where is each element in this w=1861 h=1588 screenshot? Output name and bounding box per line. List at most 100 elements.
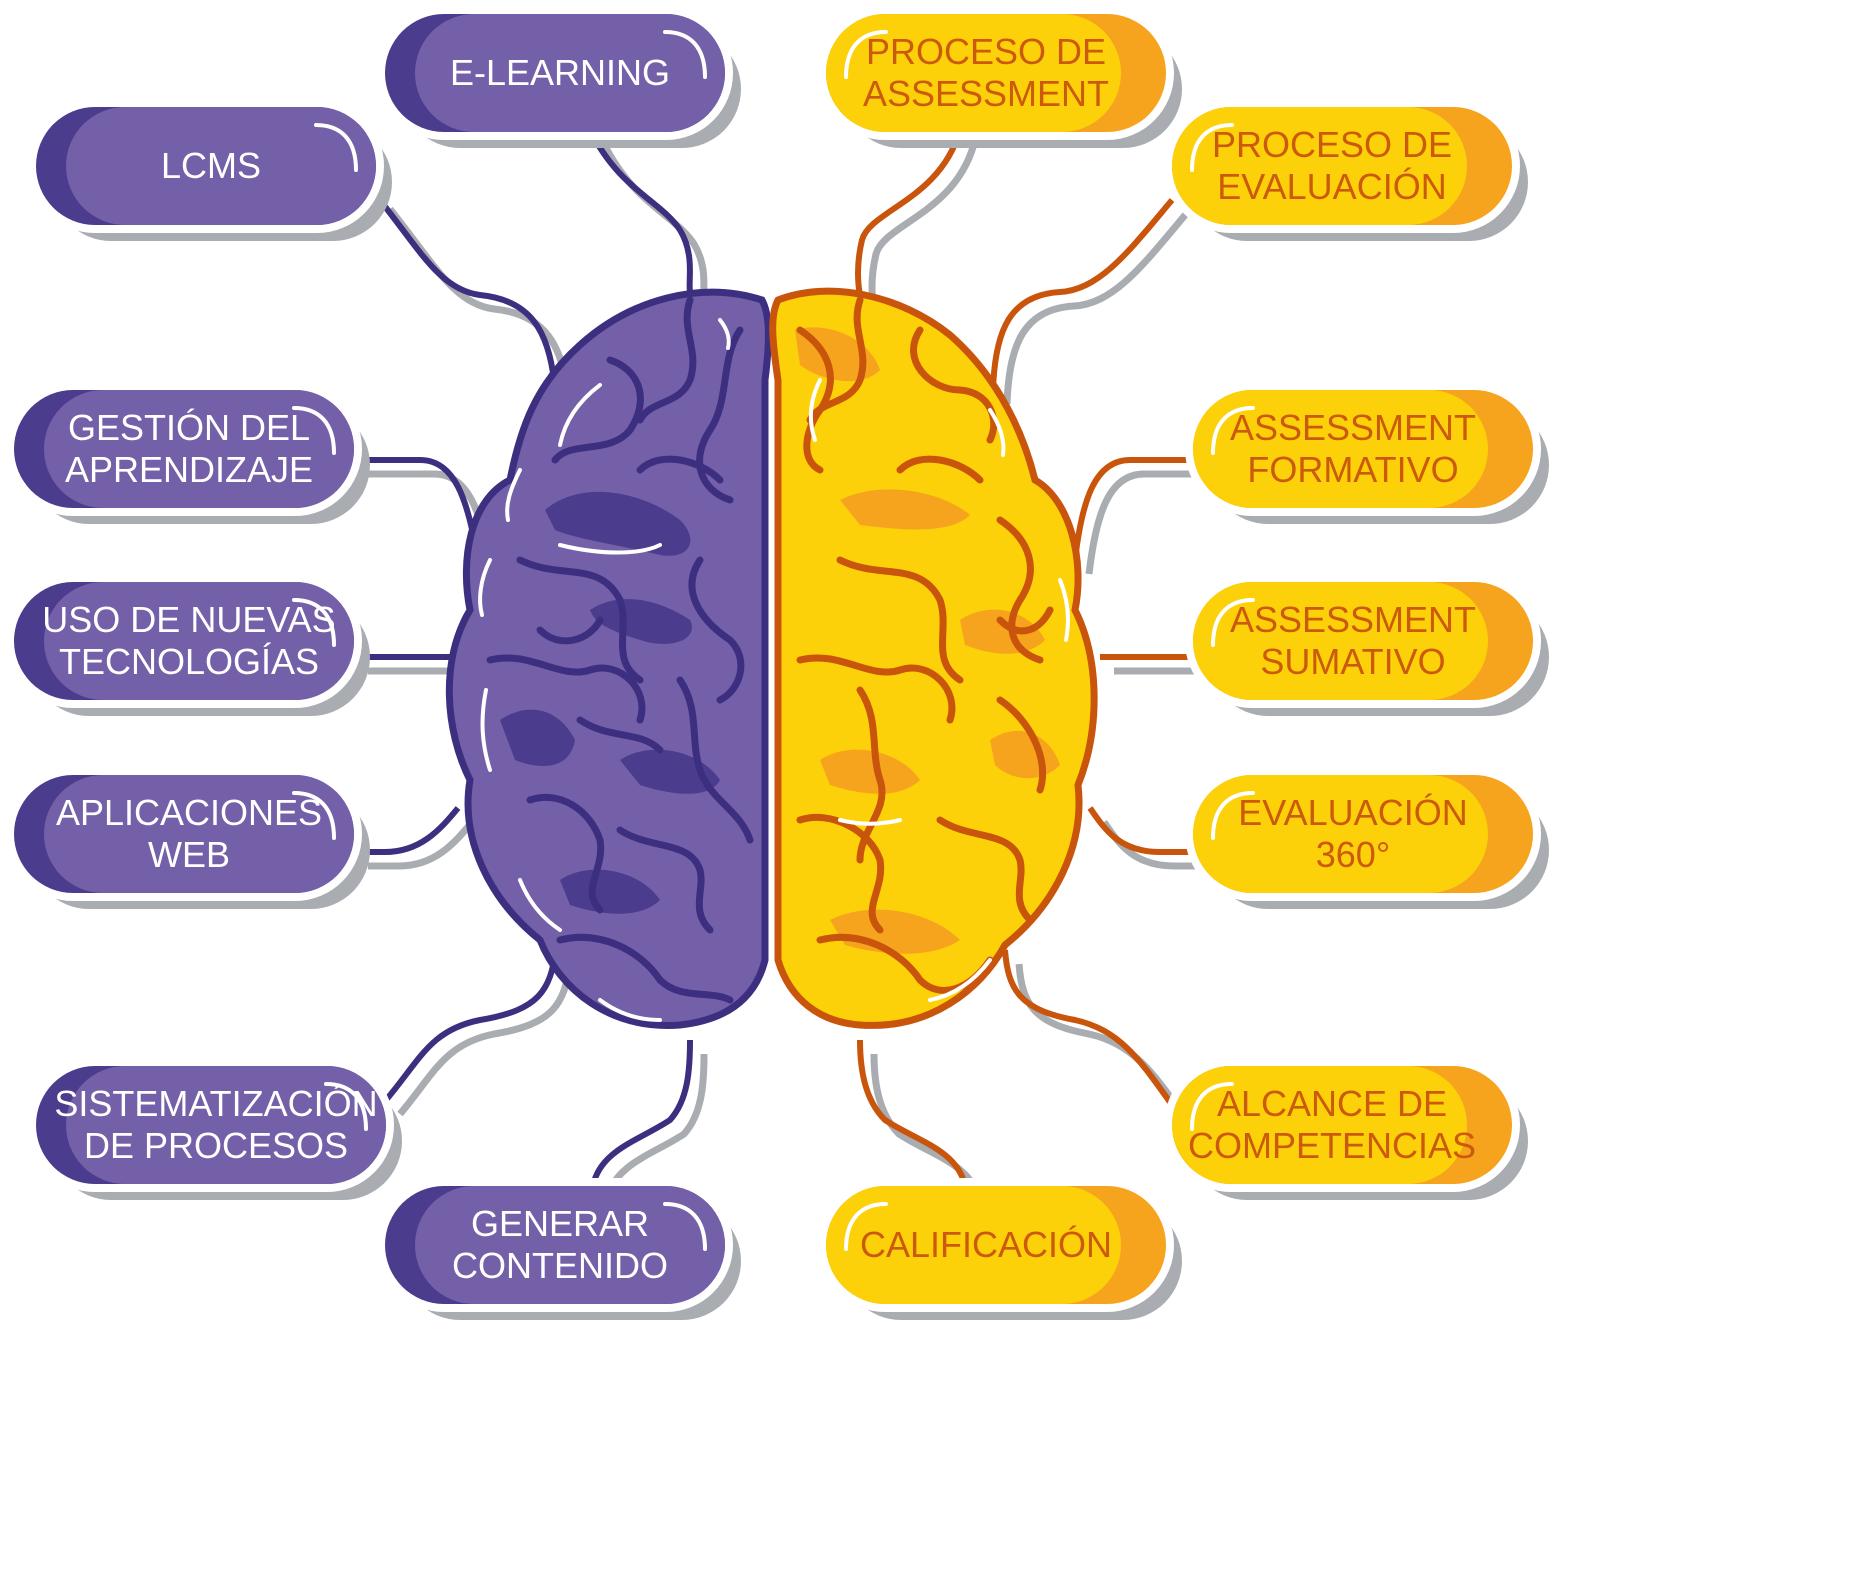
pill-label-assessment-formativo-line-2: FORMATIVO [1247, 449, 1458, 490]
pill-face [415, 14, 725, 132]
pill-label-assessment-sumativo-line-2: SUMATIVO [1260, 641, 1445, 682]
pill-gloss [663, 1202, 707, 1251]
brain-left-fold [676, 676, 754, 844]
brain-right-fold [796, 654, 956, 724]
pill-gloss [844, 1202, 888, 1251]
brain-left-shade [500, 709, 575, 766]
brain-right-shade [840, 489, 970, 530]
brain-right-shade [960, 609, 1045, 654]
connector-shadow [868, 143, 978, 310]
connector-shadow [1003, 211, 1189, 405]
pill-label-lcms-line-1: LCMS [161, 145, 261, 186]
brain-highlight [518, 878, 562, 932]
brain-left-fold [526, 793, 605, 914]
pill-face [1193, 390, 1488, 508]
brain-right-fold [896, 455, 984, 484]
pill-label-aplicaciones-web-line-2: WEB [148, 834, 230, 875]
brain-left-shade [590, 599, 692, 644]
brain-left-fold [551, 356, 644, 464]
pill-gloss [1211, 791, 1255, 840]
brain-highlight [505, 468, 522, 522]
pill-label-evaluacion-360-line-2: 360° [1316, 834, 1390, 875]
connector-lines [354, 128, 1207, 1201]
brain-right-fold [996, 516, 1044, 664]
brain-left-fold [688, 556, 745, 704]
pill-label-sistematizacion-line-1: SISTEMATIZACIÓN [54, 1083, 377, 1124]
brain-illustration [445, 287, 1098, 1029]
brain-right-fold [796, 813, 885, 934]
pill-gloss [1211, 598, 1255, 647]
pill-gloss [1211, 406, 1255, 455]
pill-gloss [663, 30, 707, 79]
pill-label-generar-contenido-line-1: GENERAR [471, 1203, 649, 1244]
connector-line-right-2 [990, 198, 1175, 391]
brain-highlight [928, 958, 992, 1002]
brain-highlight [808, 378, 822, 442]
pill-gloss [1190, 1082, 1234, 1131]
brain-highlight [718, 318, 731, 350]
pill-label-generar-contenido-line-2: CONTENIDO [452, 1245, 668, 1286]
brain-left-fold [636, 296, 697, 424]
brain-left-fold [636, 455, 724, 484]
pill-lcms: LCMS [28, 99, 392, 241]
brain-right-shade [820, 749, 920, 794]
pill-gloss [324, 1082, 368, 1131]
connector-line-left-7 [590, 1039, 693, 1187]
connector-line-left-6 [383, 949, 559, 1102]
pill-gloss [314, 123, 358, 172]
brain-left-shade [560, 869, 660, 914]
pill-gloss [292, 406, 336, 455]
brain-left-hemisphere [445, 288, 772, 1029]
brain-right-fold [936, 816, 1034, 924]
brain-right-fold [796, 326, 834, 474]
pill-face [66, 1066, 386, 1184]
pill-label-calificacion-line-1: CALIFICACIÓN [860, 1224, 1112, 1265]
connector-line-right-5 [1087, 806, 1193, 855]
pill-label-nuevas-tecnologias-line-1: USO DE NUEVAS [42, 599, 335, 640]
pill-face [44, 775, 354, 893]
pill-face [44, 582, 354, 700]
brain-highlight [478, 558, 492, 617]
pill-label-proceso-evaluacion-line-2: EVALUACIÓN [1217, 166, 1446, 207]
pill-label-sistematizacion-line-2: DE PROCESOS [84, 1125, 348, 1166]
pill-label-proceso-evaluacion-line-1: PROCESO DE [1212, 124, 1452, 165]
pill-face [66, 107, 376, 225]
pill-face [415, 1186, 725, 1304]
pill-gloss [1190, 123, 1234, 172]
brain-left-fold [576, 716, 664, 754]
pill-face [1193, 775, 1488, 893]
connector-line-left-2 [373, 193, 558, 391]
pill-face [1193, 582, 1488, 700]
connector-shadow [397, 963, 574, 1117]
connector-line-right-6 [1002, 949, 1175, 1107]
brain-highlight [988, 408, 1006, 457]
brain-left-fold [616, 826, 714, 934]
pill-gloss [292, 598, 336, 647]
connector-shadow [603, 1053, 708, 1201]
brain-right-fold [996, 696, 1047, 794]
brain-left-fold [516, 556, 644, 684]
pill-face [826, 1186, 1121, 1304]
pill-label-nuevas-tecnologias-line-2: TECNOLOGÍAS [59, 641, 319, 682]
pill-label-aplicaciones-web-line-1: APLICACIONES [56, 792, 322, 833]
brain-highlight [1058, 578, 1070, 642]
pill-label-e-learning-line-1: E-LEARNING [450, 52, 670, 93]
connector-shadow [870, 1053, 983, 1201]
connector-line-right-1 [855, 129, 963, 296]
connector-line-left-5 [354, 806, 461, 855]
brain-highlight [558, 383, 602, 447]
pill-label-gestion-line-1: GESTIÓN DEL [68, 407, 310, 448]
pill-label-alcance-competencias-line-2: COMPETENCIAS [1188, 1125, 1476, 1166]
